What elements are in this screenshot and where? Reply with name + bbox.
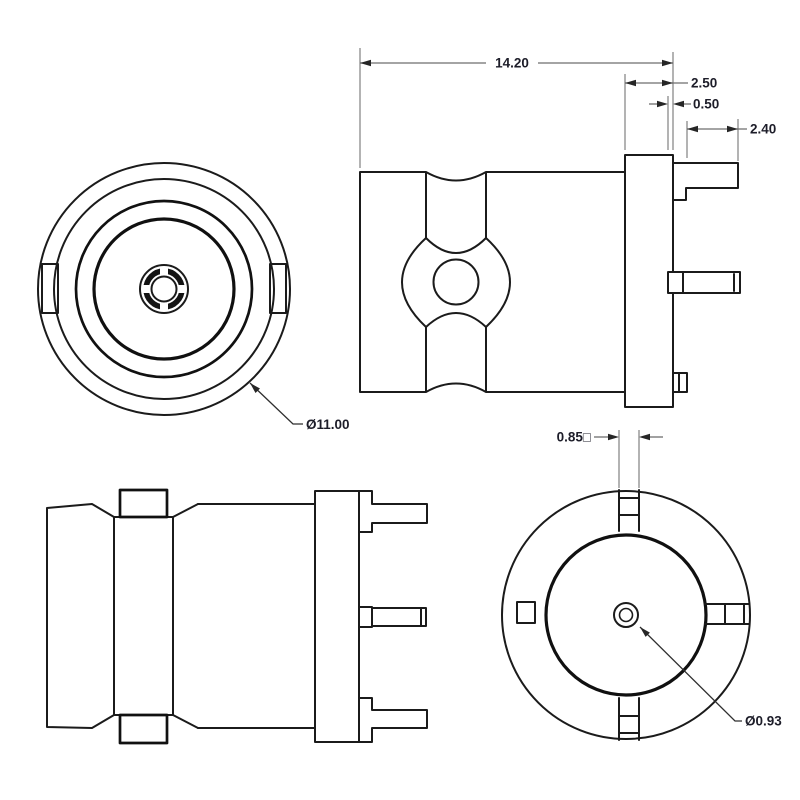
diameter-11-leader: [249, 382, 303, 425]
dim-flange-thickness: 2.50: [625, 76, 717, 91]
mounting-flange-side: [314, 490, 360, 743]
pcb-pin-top: [672, 162, 739, 201]
dim-flange-thickness-label: 2.50: [691, 76, 717, 91]
dim-pin-length-label: 2.40: [750, 122, 776, 137]
contact-slot-top: [160, 265, 168, 276]
front-view: Ø11.00: [37, 162, 350, 432]
dim-pin-length: 2.40: [687, 122, 776, 137]
front-bezel: [46, 503, 115, 729]
diameter-093-callout: Ø0.93: [639, 626, 782, 729]
back-outer-circle: [501, 490, 751, 740]
back-view: 0.85□ Ø0.93: [501, 430, 782, 741]
dim-pin-square: 0.85□: [557, 430, 663, 445]
front-insulator-circle: [74, 199, 254, 379]
center-pin: [613, 602, 639, 628]
contact-slot-right: [177, 285, 188, 293]
front-outer-circle: [37, 162, 291, 416]
pcb-pin-middle-side: [358, 606, 427, 628]
diameter-11-label: Ø11.00: [306, 417, 350, 432]
extension-lines: [359, 48, 739, 168]
contact-slot-bottom: [160, 302, 168, 313]
dim-overall-length: 14.20: [360, 56, 673, 71]
diameter-093-leader: [639, 626, 742, 722]
leader-arrowhead: [250, 383, 260, 393]
mounting-flange: [624, 154, 674, 408]
extension-lines-back: [618, 430, 640, 488]
pcb-pin-middle: [667, 271, 741, 294]
contact-slot-left: [140, 285, 151, 293]
pcb-pin-bottom-side: [358, 697, 428, 743]
center-contact: [139, 264, 189, 314]
dim-pin-square-label: 0.85□: [557, 430, 591, 445]
alignment-square: [516, 601, 536, 624]
front-bezel-circle: [53, 178, 275, 400]
pcb-pin-bottom-stub: [672, 372, 688, 393]
diameter-093-label: Ø0.93: [745, 714, 782, 729]
pin-cross-section-bottom: [618, 697, 640, 741]
bayonet-lug-bottom: [118, 713, 169, 745]
bayonet-lug-right: [269, 263, 287, 314]
side-view-bottom: [46, 488, 428, 745]
pin-cross-section-top: [618, 489, 640, 532]
pin-cross-section-right: [704, 603, 750, 625]
side-view-top: 14.20 2.50 0.50 2.40: [359, 48, 776, 408]
groove-hole: [432, 258, 480, 306]
bayonet-groove: [401, 237, 511, 328]
bayonet-lug-top: [118, 488, 169, 519]
dim-pin-setback-label: 0.50: [693, 97, 719, 112]
back-inner-circle: [544, 533, 708, 697]
pcb-pin-top-side: [358, 490, 428, 533]
diameter-11-callout: Ø11.00: [249, 382, 350, 432]
leader-arrowhead: [640, 627, 650, 637]
bayonet-lug-left: [41, 263, 59, 314]
front-bore-circle: [92, 217, 236, 361]
dim-overall-length-label: 14.20: [495, 56, 529, 71]
dim-pin-setback: 0.50: [649, 97, 719, 112]
